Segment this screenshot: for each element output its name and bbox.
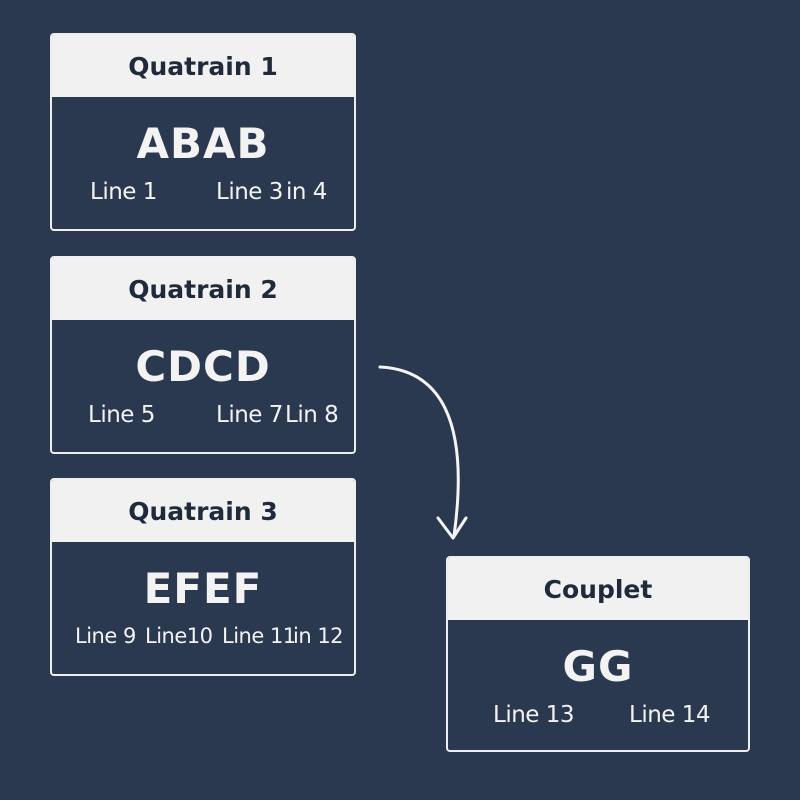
couplet-line-label: Line 14 <box>629 702 711 728</box>
quatrain-2-box: Quatrain 2 CDCD Line 5 Line 7 Lin 8 <box>50 256 356 454</box>
quatrain-1-line-label: Line 1 <box>90 179 157 205</box>
quatrain-1-line-label: in 4 <box>286 179 327 205</box>
quatrain-1-line-label: Line 3 <box>216 179 283 205</box>
quatrain-2-rhyme-scheme: CDCD <box>135 342 271 391</box>
couplet-line-label: Line 13 <box>493 702 575 728</box>
quatrain-1-box: Quatrain 1 ABAB Line 1 Line 3 in 4 <box>50 33 356 231</box>
quatrain-3-line-label: Line 11 <box>222 624 296 648</box>
flow-arrow-curve <box>378 365 460 538</box>
quatrain-3-box: Quatrain 3 EFEF Line 9 Line10 Line 11 in… <box>50 478 356 676</box>
couplet-box: Couplet GG Line 13 Line 14 <box>446 556 750 752</box>
quatrain-2-body: CDCD Line 5 Line 7 Lin 8 <box>52 320 354 452</box>
couplet-rhyme-scheme: GG <box>562 642 634 691</box>
quatrain-3-rhyme-scheme: EFEF <box>143 564 263 613</box>
quatrain-3-title: Quatrain 3 <box>52 480 354 542</box>
couplet-title: Couplet <box>448 558 748 620</box>
flow-arrow-head <box>436 516 468 540</box>
quatrain-2-line-label: Line 5 <box>88 402 155 428</box>
quatrain-3-line-label: Line10 <box>145 624 213 648</box>
quatrain-1-rhyme-scheme: ABAB <box>136 119 270 168</box>
quatrain-1-title: Quatrain 1 <box>52 35 354 97</box>
quatrain-2-line-label: Lin 8 <box>285 402 339 428</box>
couplet-body: GG Line 13 Line 14 <box>448 620 748 750</box>
quatrain-2-line-label: Line 7 <box>216 402 283 428</box>
quatrain-3-body: EFEF Line 9 Line10 Line 11 in 12 <box>52 542 354 674</box>
quatrain-1-body: ABAB Line 1 Line 3 in 4 <box>52 97 354 229</box>
quatrain-2-title: Quatrain 2 <box>52 258 354 320</box>
quatrain-3-line-label: Line 9 <box>75 624 136 648</box>
quatrain-3-line-label: in 12 <box>293 624 344 648</box>
